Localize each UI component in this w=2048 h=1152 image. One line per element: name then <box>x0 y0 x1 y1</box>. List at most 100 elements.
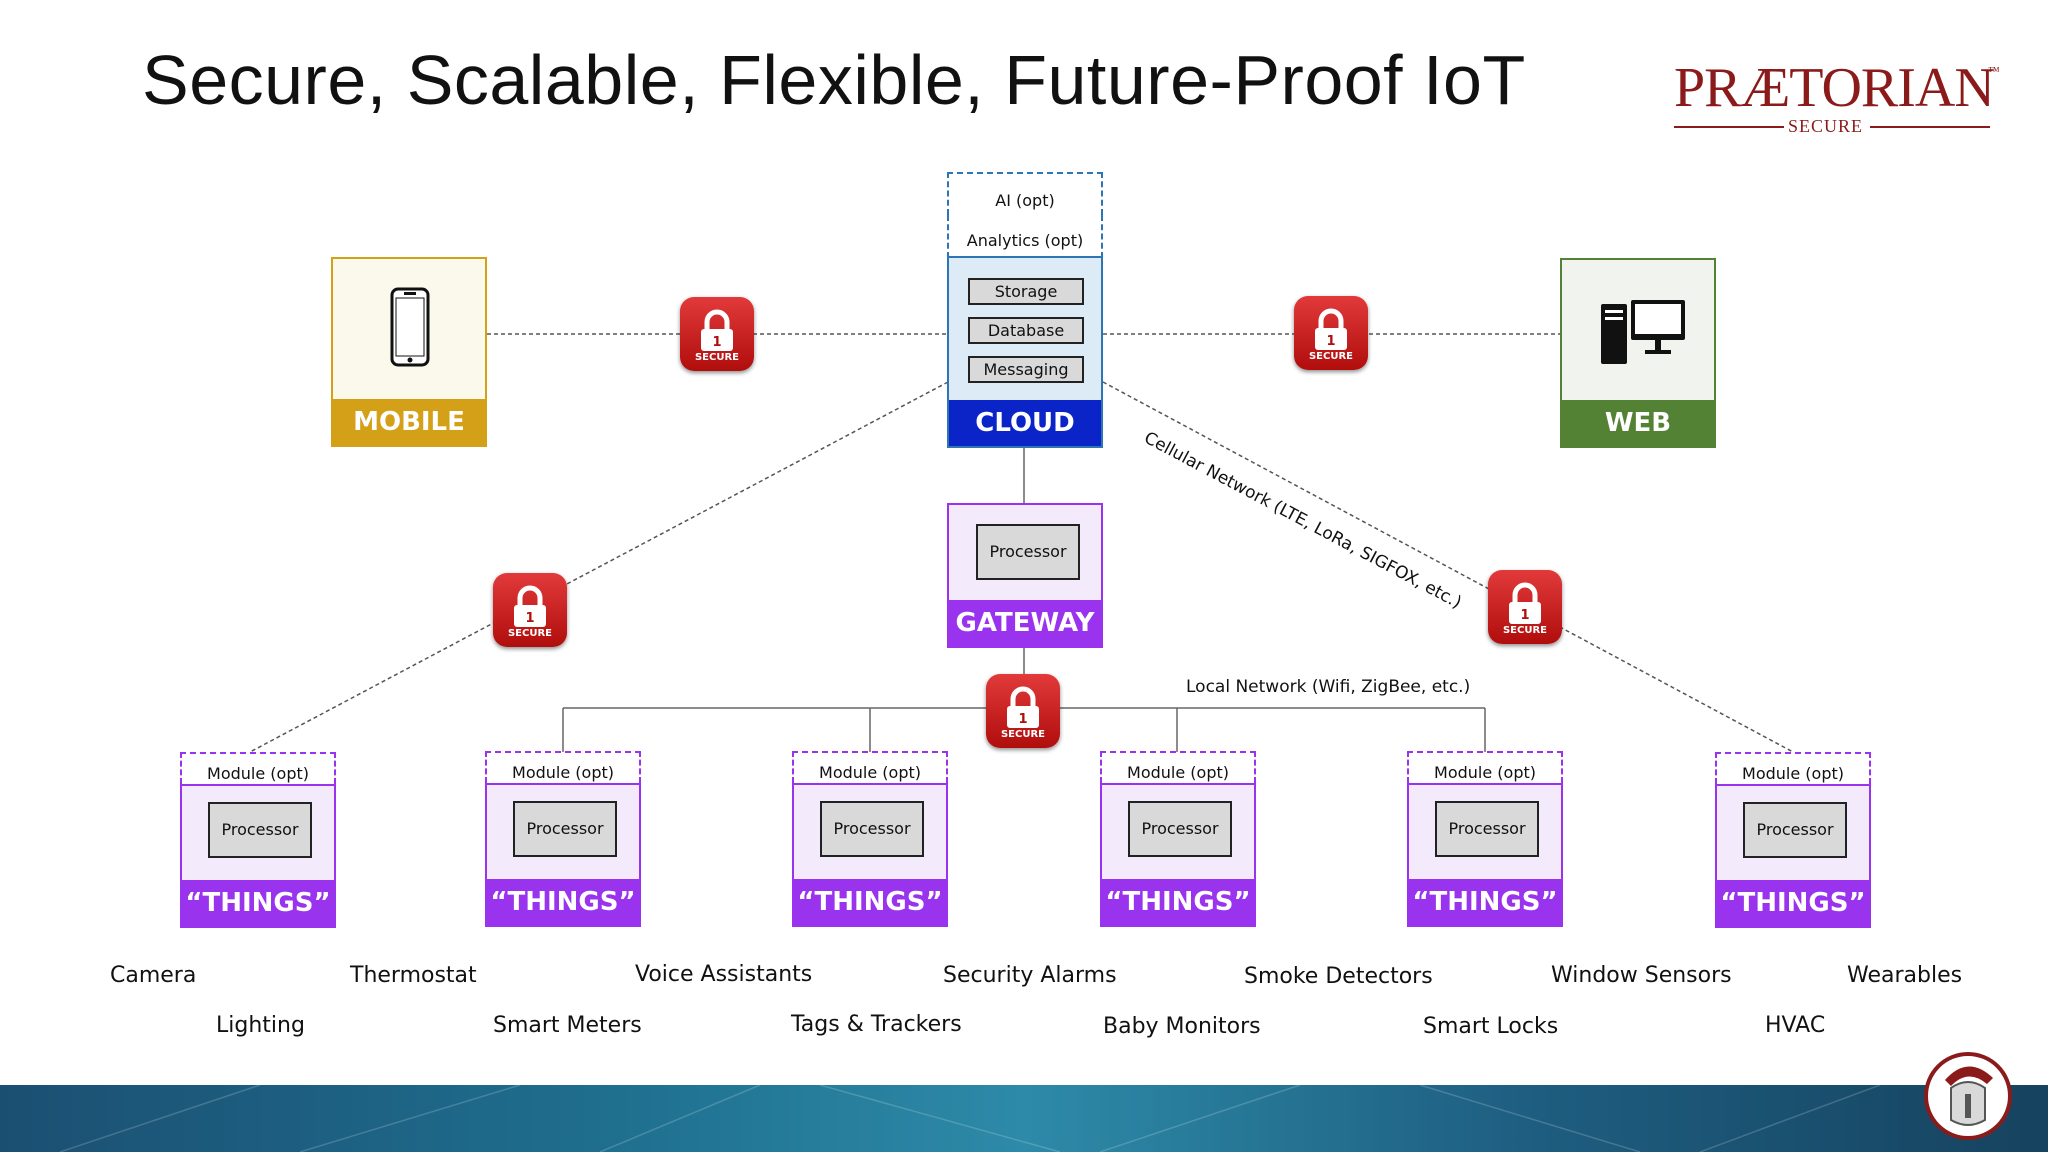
module-label: Module (opt) <box>1434 763 1536 782</box>
things-node-1[interactable]: Module (opt) Processor “THINGS” <box>180 752 336 928</box>
category-baby-monitors: Baby Monitors <box>1103 1014 1261 1039</box>
slide-title: Secure, Scalable, Flexible, Future-Proof… <box>142 41 1526 119</box>
cloud-node[interactable]: Storage Database Messaging CLOUD <box>947 256 1103 448</box>
processor-chip: Processor <box>1435 801 1539 857</box>
things-body: Processor “THINGS” <box>1715 784 1871 928</box>
secure-lock-web: 1 SECURE <box>1294 296 1368 370</box>
logo-tagline: SECURE <box>1788 116 1864 136</box>
secure-label: SECURE <box>507 628 553 639</box>
category-window-sensors: Window Sensors <box>1551 963 1732 988</box>
module-box: Module (opt) <box>1715 752 1871 784</box>
footer-band <box>0 1085 2048 1152</box>
svg-text:1: 1 <box>1326 334 1335 349</box>
things-label: “THINGS” <box>1717 880 1869 926</box>
logo-trademark: ™ <box>1988 64 2000 78</box>
link-cloud-things-left <box>249 381 949 753</box>
secure-label: SECURE <box>1000 729 1046 740</box>
storage-chip: Storage <box>968 278 1084 305</box>
things-label: “THINGS” <box>487 879 639 925</box>
secure-label: SECURE <box>694 352 740 363</box>
cloud-analytics-box: Analytics (opt) <box>947 215 1103 258</box>
category-camera: Camera <box>110 963 197 988</box>
things-node-2[interactable]: Module (opt) Processor “THINGS” <box>485 751 641 927</box>
processor-chip: Processor <box>208 802 312 858</box>
things-label: “THINGS” <box>794 879 946 925</box>
things-node-4[interactable]: Module (opt) Processor “THINGS” <box>1100 751 1256 927</box>
module-box: Module (opt) <box>485 751 641 783</box>
cloud-ai-box: AI (opt) <box>947 172 1103 215</box>
things-body: Processor “THINGS” <box>792 783 948 927</box>
category-wearables: Wearables <box>1847 963 1963 988</box>
secure-lock-left: 1 SECURE <box>493 573 567 647</box>
local-network-label: Local Network (Wifi, ZigBee, etc.) <box>1186 677 1471 697</box>
module-label: Module (opt) <box>1127 763 1229 782</box>
category-voice-assistants: Voice Assistants <box>635 962 813 987</box>
web-label: WEB <box>1562 400 1714 446</box>
secure-lock-right: 1 SECURE <box>1488 570 1562 644</box>
logo-rule <box>1870 126 1990 128</box>
svg-text:1: 1 <box>525 611 534 626</box>
spartan-helmet-emblem <box>1923 1050 2013 1147</box>
secure-lock-mobile: 1 SECURE <box>680 297 754 371</box>
padlock-icon: 1 <box>1509 582 1541 624</box>
category-hvac: HVAC <box>1765 1013 1826 1038</box>
svg-text:1: 1 <box>1520 608 1529 623</box>
module-label: Module (opt) <box>819 763 921 782</box>
messaging-chip: Messaging <box>968 356 1084 383</box>
things-node-6[interactable]: Module (opt) Processor “THINGS” <box>1715 752 1871 928</box>
processor-chip: Processor <box>513 801 617 857</box>
processor-chip: Processor <box>1743 802 1847 858</box>
padlock-icon: 1 <box>514 585 546 627</box>
secure-label: SECURE <box>1502 625 1548 636</box>
gateway-label: GATEWAY <box>949 600 1101 646</box>
things-label: “THINGS” <box>1409 879 1561 925</box>
padlock-icon: 1 <box>701 309 733 351</box>
category-tags-trackers: Tags & Trackers <box>791 1012 962 1037</box>
things-body: Processor “THINGS” <box>180 784 336 928</box>
module-box: Module (opt) <box>180 752 336 784</box>
module-box: Module (opt) <box>792 751 948 783</box>
praetorian-logo: PRÆTORIAN ™ SECURE <box>1670 44 2000 144</box>
svg-text:1: 1 <box>712 335 721 350</box>
mobile-label: MOBILE <box>333 399 485 445</box>
module-label: Module (opt) <box>207 764 309 783</box>
things-node-3[interactable]: Module (opt) Processor “THINGS” <box>792 751 948 927</box>
footer-pattern <box>59 1085 1881 1152</box>
web-node[interactable]: WEB <box>1560 258 1716 448</box>
smartphone-icon <box>390 287 430 367</box>
things-label: “THINGS” <box>182 880 334 926</box>
padlock-icon: 1 <box>1315 308 1347 350</box>
logo-name: PRÆTORIAN <box>1674 57 1995 119</box>
things-body: Processor “THINGS” <box>1100 783 1256 927</box>
processor-chip: Processor <box>820 801 924 857</box>
cloud-ai-label: AI (opt) <box>995 191 1055 210</box>
category-lighting: Lighting <box>216 1013 305 1038</box>
cloud-label: CLOUD <box>949 400 1101 446</box>
things-body: Processor “THINGS” <box>1407 783 1563 927</box>
things-body: Processor “THINGS” <box>485 783 641 927</box>
desktop-computer-icon <box>1601 300 1685 364</box>
svg-text:1: 1 <box>1018 712 1027 727</box>
gateway-processor-chip: Processor <box>976 524 1080 580</box>
cloud-analytics-label: Analytics (opt) <box>966 231 1084 250</box>
category-smart-locks: Smart Locks <box>1423 1014 1559 1039</box>
link-cloud-things-right <box>1102 381 1794 753</box>
module-label: Module (opt) <box>1742 764 1844 783</box>
secure-label: SECURE <box>1308 351 1354 362</box>
category-smart-meters: Smart Meters <box>493 1013 642 1038</box>
gateway-node[interactable]: Processor GATEWAY <box>947 503 1103 648</box>
module-box: Module (opt) <box>1100 751 1256 783</box>
module-label: Module (opt) <box>512 763 614 782</box>
module-box: Module (opt) <box>1407 751 1563 783</box>
things-node-5[interactable]: Module (opt) Processor “THINGS” <box>1407 751 1563 927</box>
category-smoke-detectors: Smoke Detectors <box>1244 964 1433 989</box>
things-label: “THINGS” <box>1102 879 1254 925</box>
secure-lock-gateway: 1 SECURE <box>986 674 1060 748</box>
category-thermostat: Thermostat <box>350 963 477 988</box>
mobile-node[interactable]: MOBILE <box>331 257 487 447</box>
processor-chip: Processor <box>1128 801 1232 857</box>
logo-rule <box>1674 126 1784 128</box>
database-chip: Database <box>968 317 1084 344</box>
padlock-icon: 1 <box>1007 686 1039 728</box>
category-security-alarms: Security Alarms <box>943 963 1117 988</box>
